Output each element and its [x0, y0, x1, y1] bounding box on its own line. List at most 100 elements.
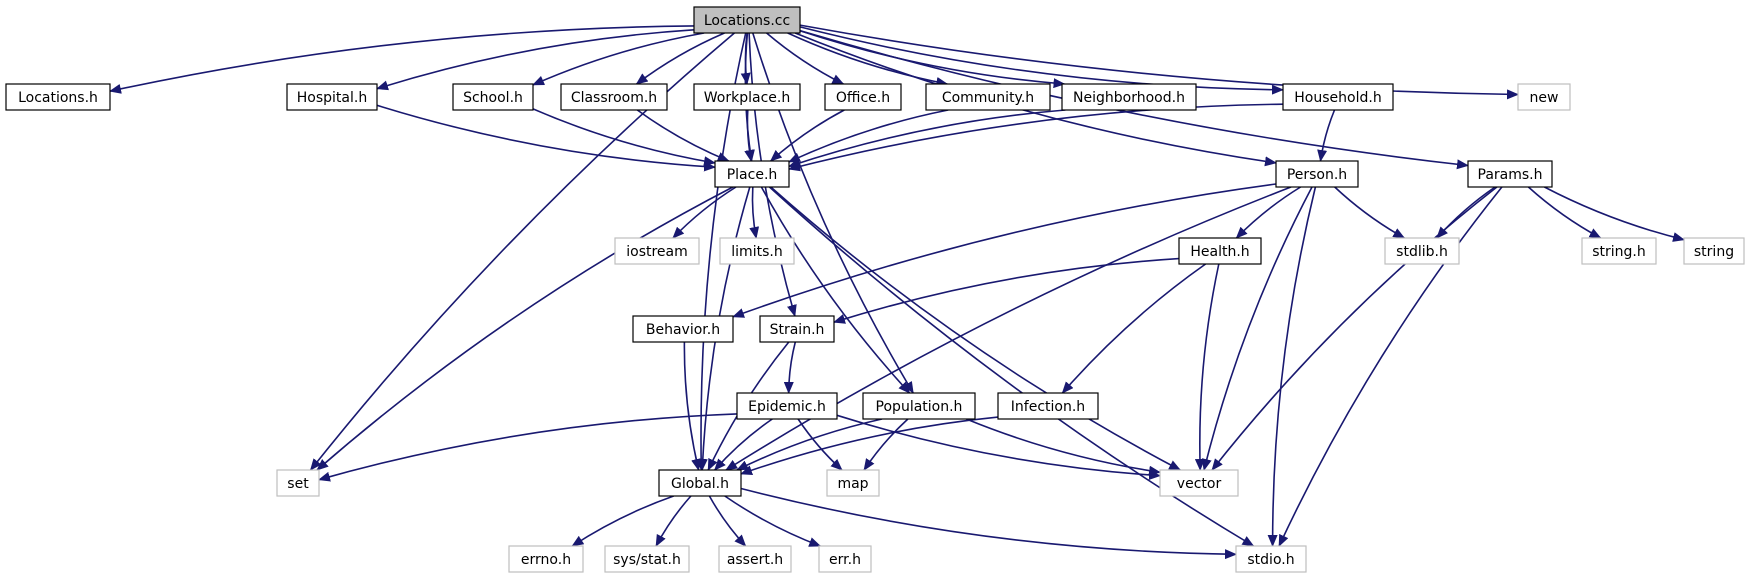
node-sys-stat-h: sys/stat.h: [604, 545, 690, 573]
edge-health_h-to-infection_h: [1061, 263, 1207, 394]
node-set: set: [276, 469, 320, 497]
node-box: [862, 392, 976, 420]
node-epidemic-h[interactable]: Epidemic.h: [736, 392, 838, 420]
edge-infection_h-to-global_h: [740, 416, 999, 475]
edge-locations_cc-to-community_h: [787, 32, 949, 87]
node-label: stdio.h: [1247, 552, 1294, 568]
node-neighborhood-h[interactable]: Neighborhood.h: [1061, 83, 1197, 111]
node-behavior-h[interactable]: Behavior.h: [632, 315, 734, 343]
edge-strain_h-to-epidemic_h: [783, 341, 797, 394]
edge-epidemic_h-to-set: [318, 413, 738, 482]
edge-locations_cc-to-neighborhood_h: [799, 29, 1066, 89]
node-label: string.h: [1592, 244, 1646, 260]
edge-locations_cc-to-params_h: [799, 29, 1469, 170]
node-person-h[interactable]: Person.h: [1275, 160, 1359, 188]
node-label: errno.h: [521, 552, 571, 568]
node-label: string: [1694, 244, 1734, 260]
edge-population_h-to-map: [863, 418, 909, 471]
node-household-h[interactable]: Household.h: [1282, 83, 1394, 111]
edge-workplace_h-to-place_h: [744, 109, 755, 162]
node-label: Population.h: [876, 399, 963, 415]
node-box: [719, 237, 795, 265]
node-place-h[interactable]: Place.h: [714, 160, 790, 188]
node-errno-h: errno.h: [508, 545, 584, 573]
node-err-h: err.h: [818, 545, 872, 573]
edge-locations_cc-to-school_h: [532, 32, 705, 86]
node-box: [508, 545, 584, 573]
node-label: Behavior.h: [646, 322, 720, 338]
edge-global_h-to-err_h: [724, 495, 822, 547]
node-school-h[interactable]: School.h: [452, 83, 534, 111]
node-box: [658, 469, 742, 497]
node-label: set: [287, 476, 309, 492]
node-string-h: string.h: [1581, 237, 1657, 265]
edge-params_h-to-string_h: [1527, 186, 1602, 239]
node-classroom-h[interactable]: Classroom.h: [560, 83, 668, 111]
edge-global_h-to-errno_h: [571, 495, 674, 547]
edge-params_h-to-stdio_h: [1278, 186, 1503, 547]
edge-params_h-to-vector: [1211, 186, 1498, 471]
node-label: limits.h: [731, 244, 782, 260]
edge-population_h-to-global_h: [736, 418, 883, 471]
node-office-h[interactable]: Office.h: [824, 83, 902, 111]
edge-place_h-to-population_h: [760, 186, 911, 394]
node-limits-h: limits.h: [719, 237, 795, 265]
node-label: Office.h: [836, 90, 890, 106]
edge-place_h-to-vector: [770, 186, 1182, 471]
node-params-h[interactable]: Params.h: [1467, 160, 1553, 188]
node-box: [1061, 83, 1197, 111]
node-locations-cc[interactable]: Locations.cc: [693, 6, 801, 34]
edge-behavior_h-to-global_h: [683, 341, 701, 471]
node-box: [714, 160, 790, 188]
edge-person_h-to-global_h: [725, 186, 1292, 471]
node-label: Global.h: [671, 476, 729, 492]
node-label: Hospital.h: [297, 90, 367, 106]
node-box: [1178, 237, 1262, 265]
edge-school_h-to-place_h: [532, 108, 716, 167]
node-box: [818, 545, 872, 573]
edge-classroom_h-to-place_h: [636, 109, 730, 162]
node-label: Health.h: [1190, 244, 1249, 260]
edge-locations_cc-to-new: [799, 24, 1519, 100]
node-health-h[interactable]: Health.h: [1178, 237, 1262, 265]
node-infection-h[interactable]: Infection.h: [997, 392, 1099, 420]
node-box: [997, 392, 1099, 420]
node-box: [276, 469, 320, 497]
node-label: Place.h: [727, 167, 778, 183]
node-label: assert.h: [727, 552, 783, 568]
node-box: [1467, 160, 1553, 188]
node-assert-h: assert.h: [718, 545, 792, 573]
node-global-h[interactable]: Global.h: [658, 469, 742, 497]
edge-health_h-to-vector: [1194, 263, 1220, 471]
edge-place_h-to-set: [316, 186, 734, 471]
node-label: map: [837, 476, 868, 492]
node-box: [1282, 83, 1394, 111]
edge-place_h-to-iostream: [672, 186, 737, 239]
node-population-h[interactable]: Population.h: [862, 392, 976, 420]
node-label: iostream: [626, 244, 688, 260]
node-box: [1517, 83, 1571, 111]
edge-health_h-to-strain_h: [833, 257, 1180, 324]
node-box: [5, 83, 111, 111]
edge-person_h-to-stdlib_h: [1334, 186, 1406, 239]
node-label: Community.h: [942, 90, 1034, 106]
node-label: Classroom.h: [571, 90, 657, 106]
edge-person_h-to-vector: [1201, 186, 1313, 471]
edge-locations_cc-to-household_h: [799, 26, 1284, 95]
node-strain-h[interactable]: Strain.h: [759, 315, 835, 343]
node-box: [614, 237, 700, 265]
edge-hospital_h-to-place_h: [376, 104, 716, 172]
edge-global_h-to-assert_h: [708, 495, 747, 547]
node-label: vector: [1177, 476, 1222, 492]
node-community-h[interactable]: Community.h: [925, 83, 1051, 111]
node-box: [1275, 160, 1359, 188]
node-locations-h[interactable]: Locations.h: [5, 83, 111, 111]
node-hospital-h[interactable]: Hospital.h: [286, 83, 378, 111]
node-box: [286, 83, 378, 111]
node-label: School.h: [463, 90, 523, 106]
edge-locations_cc-to-person_h: [794, 32, 1277, 167]
node-box: [693, 6, 801, 34]
node-workplace-h[interactable]: Workplace.h: [693, 83, 801, 111]
edge-locations_cc-to-hospital_h: [376, 29, 695, 91]
